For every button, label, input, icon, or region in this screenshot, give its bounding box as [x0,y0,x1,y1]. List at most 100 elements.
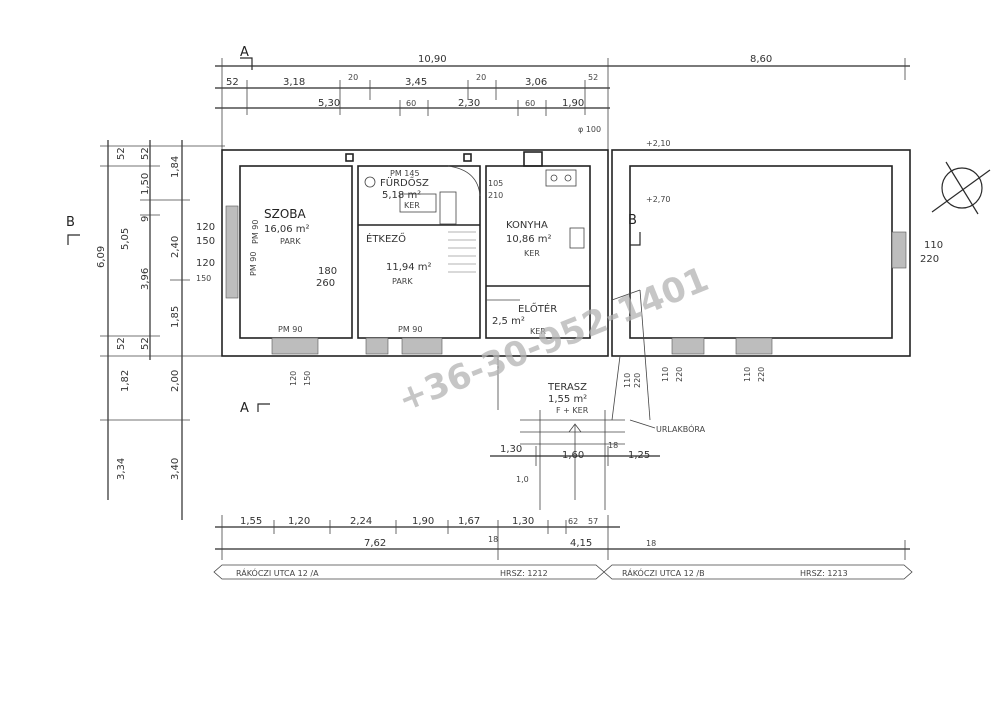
dim-row2-0: 5,30 [318,98,340,109]
bdim-row1-5: 1,30 [512,516,534,527]
stair-dim-4: 18 [488,535,498,544]
w-bottom-right3-w: 110 [743,367,752,382]
left-dimensions: 52 5,05 52 1,82 3,34 6,09 52 1,50 9 3,96… [66,140,225,520]
dim-left-c2-1: 1,50 [140,173,151,195]
bdim-row2-0: 7,62 [364,538,386,549]
stair-dim-2: 1,25 [628,450,650,461]
room-terasz-name: TERASZ [547,382,587,393]
dim-left-c1-3: 1,82 [120,370,131,392]
w-bottom-right3-h: 220 [757,367,766,382]
note-pipe: φ 100 [578,125,601,134]
w-furdo-h: 210 [488,191,503,200]
dim-row2-3: 60 [525,99,535,108]
w-right-h: 220 [920,254,939,265]
dim-left-c1-2: 52 [116,337,127,350]
w-szoba-bottom-h: 150 [303,371,312,386]
north-arrow-icon [931,161,991,215]
dim-left-c2-2: 9 [140,216,151,222]
dim-left-c1-0: 52 [116,147,127,160]
level-1: +2,10 [646,139,671,148]
room-etkezo-name: ÉTKEZŐ [366,231,406,245]
section-mark-b-right: B [628,213,637,228]
dim-row2-4: 1,90 [562,98,584,109]
door-label-2: PM 90 [398,325,422,334]
room-etkezo-area: 11,94 m² [386,262,432,273]
bdim-row1-6: 62 [568,517,578,526]
dim-left-c1-1: 5,05 [120,228,131,250]
bdim-row1-1: 1,20 [288,516,310,527]
stair-dim-6: 1,0 [516,475,529,484]
stair-dim-5: 18 [646,539,656,548]
w-szoba-side-h: 150 [196,236,215,247]
door-label-1: PM 90 [278,325,302,334]
dim-left-total: 6,09 [96,246,107,268]
bdim-row1-4: 1,67 [458,516,480,527]
bdim-row2-1: 4,15 [570,538,592,549]
dim-left-c3-0: 1,84 [170,156,181,178]
room-eloter-name: ELŐTÉR [518,301,557,315]
dim-row1-3: 3,45 [405,77,427,88]
bdim-row1-7: 57 [588,517,598,526]
w-szoba-side-w: 120 [196,222,215,233]
w-bottom-right2-h: 220 [675,367,684,382]
room-furdo-name: FÜRDŐSZ [380,175,429,189]
bdim-row1-0: 1,55 [240,516,262,527]
room-furdo-floor: KER [404,201,420,210]
room-konyha-name: KONYHA [506,220,548,231]
levels-notes: +2,10 +2,70 φ 100 URLAKBÓRA B A [240,125,706,434]
w-bottom-right1-h: 220 [633,373,642,388]
bottom-dimensions: 1,55 1,20 2,24 1,90 1,67 1,30 62 57 7,62… [213,515,913,580]
dim-row1-6: 52 [588,73,598,82]
dim-left-c3-3: 2,00 [170,370,181,392]
w-bottom-right2-w: 110 [661,367,670,382]
room-konyha-area: 10,86 m² [506,234,552,245]
dim-left-c2-3: 3,96 [140,268,151,290]
room-szoba-area: 16,06 m² [264,224,310,235]
w-right-w: 110 [924,240,943,251]
stair-dim-3: 18 [608,441,618,450]
section-mark-b-left: B [66,215,75,230]
room-furdo-area: 5,18 m² [382,190,421,201]
room-konyha-floor: KER [524,249,540,258]
room-labels: SZOBA 16,06 m² PARK FÜRDŐSZ 5,18 m² KER … [264,175,589,415]
door-label-5: PM 145 [390,169,420,178]
stair-dim-1: 1,60 [562,450,584,461]
w-szoba-side2-h: 150 [196,274,211,283]
door-label-4: PM 90 [251,220,260,244]
dim-left-c1-4: 3,34 [116,458,127,480]
room-etkezo-floor: PARK [392,277,413,286]
dim-left-c2-4: 52 [140,337,151,350]
dim-row2-2: 2,30 [458,98,480,109]
room-terasz-area: 1,55 m² [548,394,587,405]
address-3: RÁKÓCZI UTCA 12 /B [622,567,705,578]
room-terasz-floor: F + KER [556,406,589,415]
dim-row1-4: 20 [476,73,486,82]
section-mark-a-top: A [240,45,249,60]
stair-dim-0: 1,30 [500,444,522,455]
dim-row2-1: 60 [406,99,416,108]
dim-left-c3-1: 2,40 [170,236,181,258]
room-eloter-area: 2,5 m² [492,316,525,327]
room-eloter-floor: KER [530,327,546,336]
dim-left-c3-2: 1,85 [170,306,181,328]
openings: 120 150 120 150 180 260 105 210 110 220 … [196,169,943,388]
building-walls [221,149,911,510]
bdim-row1-2: 2,24 [350,516,372,527]
w-szoba-side2-w: 120 [196,258,215,269]
section-mark-a-bottom: A [240,401,249,416]
address-4: HRSZ: 1213 [800,569,848,578]
address-1: RÁKÓCZI UTCA 12 /A [236,567,319,578]
dim-row1-1: 3,18 [283,77,305,88]
note-urlak: URLAKBÓRA [656,423,706,434]
dim-row1-0: 52 [226,77,239,88]
w-etkezo-w: 180 [318,266,337,277]
top-dimensions: 10,90 8,60 52 3,18 20 3,45 20 3,06 52 5,… [215,45,910,150]
w-furdo-w: 105 [488,179,503,188]
stair-dimensions: 1,30 1,60 1,25 18 18 18 1,0 [488,441,660,548]
level-2: +2,70 [646,195,671,204]
door-label-3: PM 90 [249,252,258,276]
address-2: HRSZ: 1212 [500,569,548,578]
room-szoba-floor: PARK [280,237,301,246]
dim-row1-2: 20 [348,73,358,82]
